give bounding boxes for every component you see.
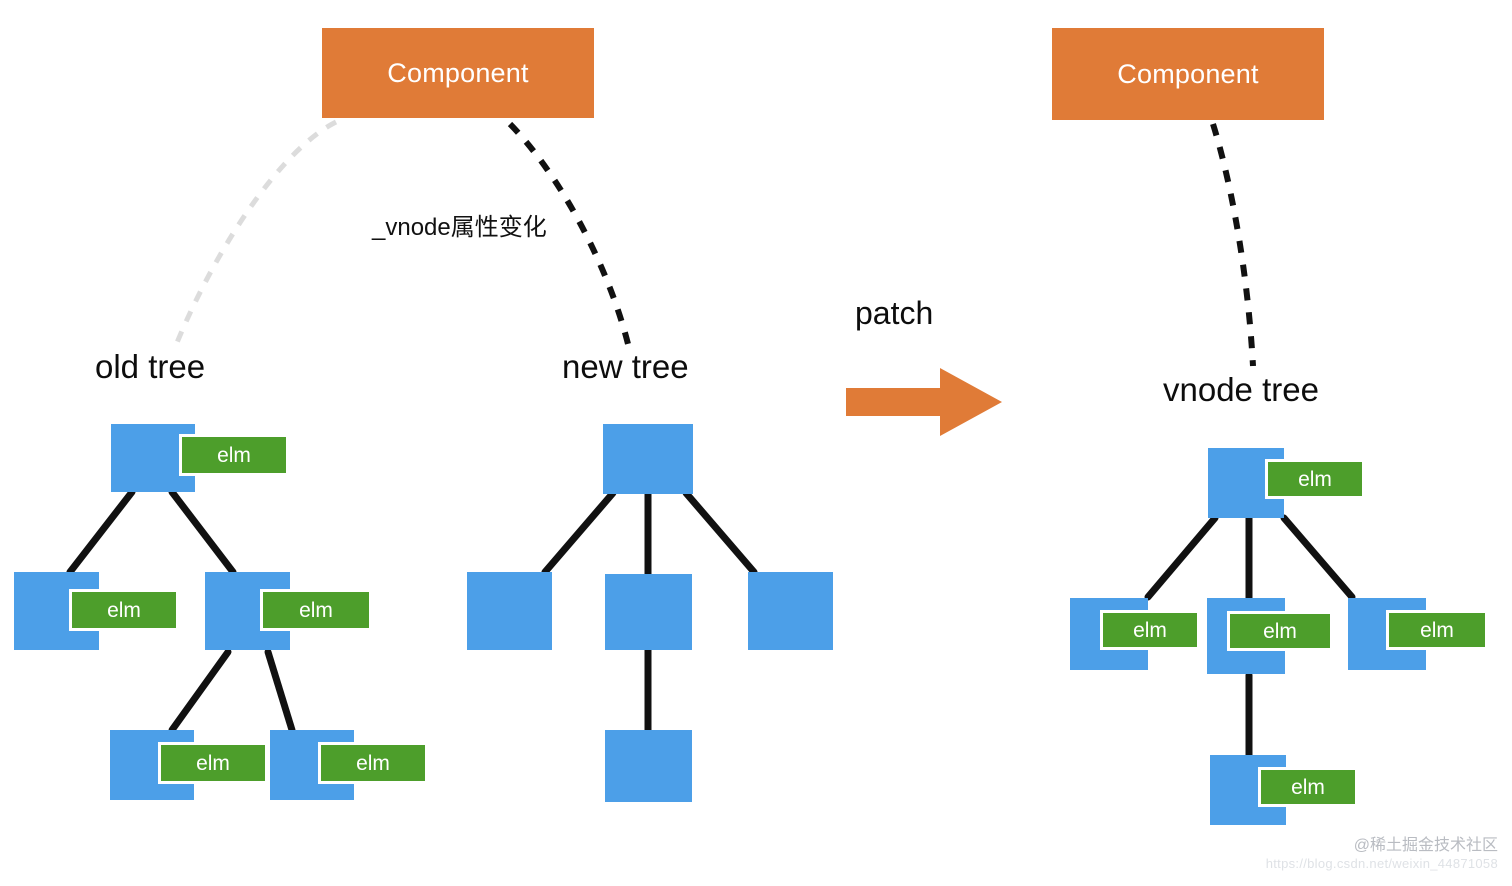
vnode-box [467,572,552,650]
component-box-left[interactable]: Component [322,28,594,118]
vnode-box [603,424,693,494]
old-tree-node-leaf-1[interactable]: elm [110,730,305,802]
elm-label: elm [1420,618,1454,642]
elm-badge: elm [1100,610,1200,650]
elm-label: elm [1298,467,1332,491]
elm-label: elm [1291,775,1325,799]
watermark-url: https://blog.csdn.net/weixin_44871058 [1265,855,1498,871]
vnode-property-change-label: _vnode属性变化 [372,214,547,241]
old-tree-node-root[interactable]: elm [111,424,303,494]
watermark-site-name: @稀土掘金技术社区 [1353,836,1498,854]
vnode-box [605,730,692,802]
old-tree-node-child-2[interactable]: elm [205,572,400,652]
edge-o3-o5 [264,648,296,734]
dashed-curve-component-to-old-tree [173,119,338,346]
vnode-box [605,574,692,650]
edge-v1-v4 [1280,514,1356,601]
vnode-tree-node-child-3[interactable]: elm [1348,598,1508,672]
component-box-left-label: Component [387,57,529,88]
vnode-tree-node-child-2[interactable]: elm [1207,598,1367,676]
patch-arrow-icon [846,368,1002,436]
vnode-tree-node-root[interactable]: elm [1208,448,1365,520]
edge-o3-o4 [168,648,232,734]
elm-label: elm [107,598,141,622]
elm-badge: elm [1265,459,1365,499]
elm-badge: elm [260,589,372,631]
edge-n1-n4 [682,489,758,576]
vnode-tree-node-leaf[interactable]: elm [1210,755,1365,827]
new-tree-caption: new tree [562,348,689,385]
elm-label: elm [1263,619,1297,643]
elm-label: elm [196,751,230,775]
new-tree-node-child-2[interactable] [605,574,692,650]
old-tree-node-child-1[interactable]: elm [14,572,204,652]
edge-n1-n2 [541,489,617,576]
elm-label: elm [1133,618,1167,642]
watermark: @稀土掘金技术社区 https://blog.csdn.net/weixin_4… [1266,836,1498,872]
elm-label: elm [356,751,390,775]
dashed-curve-component-to-vnode-tree [1210,123,1256,367]
old-tree-node-leaf-2[interactable]: elm [270,730,465,802]
elm-label: elm [217,443,251,467]
patch-label: patch [855,295,934,331]
elm-badge: elm [1386,610,1488,650]
elm-badge: elm [1258,767,1358,807]
vnode-box [748,572,833,650]
new-tree-node-child-1[interactable] [467,572,552,650]
vnode-tree-node-child-1[interactable]: elm [1070,598,1230,672]
vnode-tree-caption: vnode tree [1163,371,1319,408]
new-tree-node-root[interactable] [603,424,693,494]
component-box-right-label: Component [1117,58,1259,89]
edge-o1-o3 [168,488,237,576]
new-tree-node-child-3[interactable] [748,572,833,650]
edge-o1-o2 [66,488,136,576]
elm-badge: elm [1227,611,1333,651]
component-box-right[interactable]: Component [1052,28,1324,120]
elm-badge: elm [318,742,428,784]
elm-badge: elm [69,589,179,631]
elm-label: elm [299,598,333,622]
old-tree-caption: old tree [95,348,206,385]
elm-badge: elm [179,434,289,476]
elm-badge: elm [158,742,268,784]
edge-v1-v2 [1144,514,1219,601]
new-tree-node-leaf[interactable] [605,730,692,802]
